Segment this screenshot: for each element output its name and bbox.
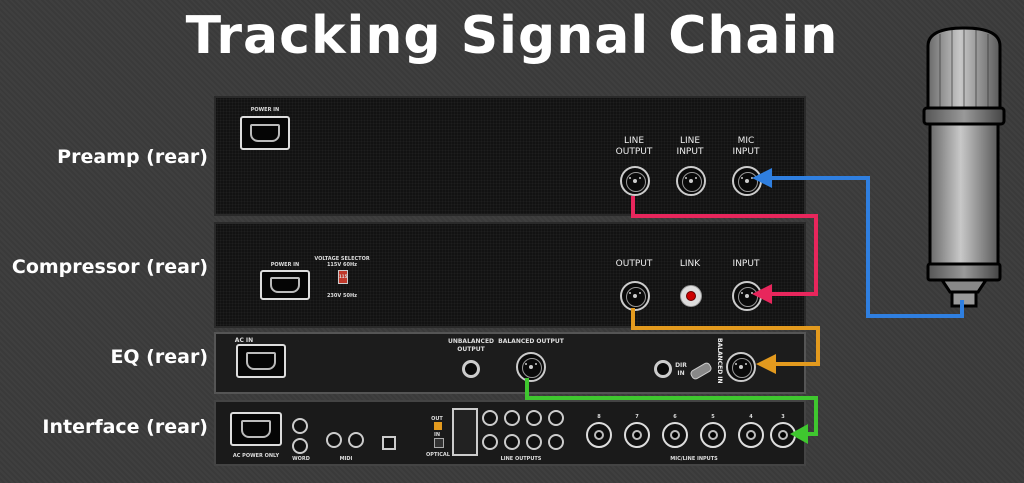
line-output-jack[interactable] [526, 434, 542, 450]
cable-preamp-to-compressor [631, 196, 818, 296]
row-label-compressor: Compressor (rear) [11, 256, 208, 278]
eq-balanced-in-label: BALANCED IN [716, 338, 723, 384]
line-output-jack[interactable] [482, 434, 498, 450]
preamp-unit: POWER IN LINE OUTPUT LINE INPUT MIC INPU… [214, 96, 806, 216]
preamp-mic-input-jack[interactable] [732, 166, 762, 196]
compressor-link-jack[interactable] [680, 285, 702, 307]
mic-line-input-combo[interactable] [586, 422, 612, 448]
optical-in-label: IN [433, 432, 441, 438]
input-number: 3 [781, 414, 785, 420]
interface-power-socket[interactable] [230, 412, 282, 446]
eq-balanced-output-label: BALANCED OUTPUT [498, 338, 564, 345]
compressor-input-label: INPUT [732, 259, 760, 269]
line-output-jack[interactable] [482, 410, 498, 426]
word-clock-jack-2[interactable] [292, 438, 308, 454]
eq-unit: AC IN UNBALANCED OUTPUT BALANCED OUTPUT … [214, 332, 806, 394]
eq-balanced-in-jack[interactable] [726, 352, 756, 382]
preamp-power-socket[interactable] [240, 116, 290, 150]
mic-line-input-combo[interactable] [624, 422, 650, 448]
microphone-icon [922, 26, 1006, 308]
voltage-selector-label: VOLTAGE SELECTOR 115V 60Hz [314, 256, 370, 268]
row-label-eq: EQ (rear) [110, 346, 208, 368]
midi-in-port[interactable] [348, 432, 364, 448]
voltage-alt-label: 230V 50Hz [326, 293, 358, 299]
optical-label: OPTICAL [426, 452, 450, 458]
eq-power-socket[interactable] [236, 344, 286, 378]
input-number: 7 [635, 414, 639, 420]
line-output-jack[interactable] [548, 410, 564, 426]
cable-mic-to-preamp [770, 176, 964, 318]
interface-ac-power-label: AC POWER ONLY [232, 453, 280, 459]
cable-compressor-to-eq [631, 308, 820, 366]
eq-dir-in-label: DIR IN [675, 362, 687, 377]
eq-unbalanced-output-label: UNBALANCED OUTPUT [447, 338, 495, 353]
word-clock-jack-1[interactable] [292, 418, 308, 434]
arrow-eq-to-interface [790, 424, 808, 444]
eq-ac-in-label: AC IN [234, 337, 254, 344]
midi-out-port[interactable] [326, 432, 342, 448]
preamp-mic-input-label: MIC INPUT [732, 136, 760, 157]
input-number: 4 [749, 414, 753, 420]
preamp-power-label: POWER IN [250, 107, 280, 113]
optical-out-port[interactable] [434, 422, 442, 430]
line-output-jack[interactable] [504, 434, 520, 450]
preamp-line-output-jack[interactable] [620, 166, 650, 196]
compressor-power-label: POWER IN [270, 262, 300, 268]
usb-port[interactable] [382, 436, 396, 450]
compressor-link-label: LINK [679, 259, 701, 269]
compressor-input-jack[interactable] [732, 281, 762, 311]
eq-dir-in-jack[interactable] [654, 360, 672, 378]
preamp-line-input-label: LINE INPUT [676, 136, 704, 157]
eq-unbalanced-output-jack[interactable] [462, 360, 480, 378]
optical-in-port[interactable] [434, 438, 444, 448]
line-output-jack[interactable] [526, 410, 542, 426]
row-label-preamp: Preamp (rear) [57, 146, 208, 168]
arrow-compressor-to-eq [756, 354, 776, 374]
compressor-unit: POWER IN VOLTAGE SELECTOR 115V 60Hz 115 … [214, 222, 806, 328]
line-outputs-label: LINE OUTPUTS [500, 456, 542, 462]
compressor-output-label: OUTPUT [615, 259, 653, 269]
input-number: 8 [597, 414, 601, 420]
input-number: 6 [673, 414, 677, 420]
cable-eq-to-interface [525, 378, 818, 436]
mic-line-input-combo[interactable] [662, 422, 688, 448]
input-number: 5 [711, 414, 715, 420]
arrow-mic-to-preamp [752, 168, 772, 188]
mic-line-input-combo[interactable] [700, 422, 726, 448]
line-output-patch [452, 408, 478, 456]
compressor-power-socket[interactable] [260, 270, 310, 300]
preamp-line-output-label: LINE OUTPUT [615, 136, 653, 157]
arrow-preamp-to-compressor [752, 284, 772, 304]
line-output-jack[interactable] [504, 410, 520, 426]
interface-unit: AC POWER ONLY WORD MIDI OUT IN OPTICAL L… [214, 400, 806, 466]
voltage-selector-switch[interactable]: 115 [338, 270, 348, 284]
midi-label: MIDI [339, 456, 353, 462]
diagram-title: Tracking Signal Chain [185, 6, 839, 66]
voltage-switch-value: 115 [339, 274, 348, 279]
line-output-jack[interactable] [548, 434, 564, 450]
mic-line-inputs-label: MIC/LINE INPUTS [670, 456, 718, 462]
optical-out-label: OUT [431, 416, 443, 422]
row-label-interface: Interface (rear) [42, 416, 208, 438]
preamp-line-input-jack[interactable] [676, 166, 706, 196]
eq-balanced-output-jack[interactable] [516, 352, 546, 382]
mic-line-input-combo[interactable] [738, 422, 764, 448]
word-clock-label: WORD [292, 456, 310, 462]
